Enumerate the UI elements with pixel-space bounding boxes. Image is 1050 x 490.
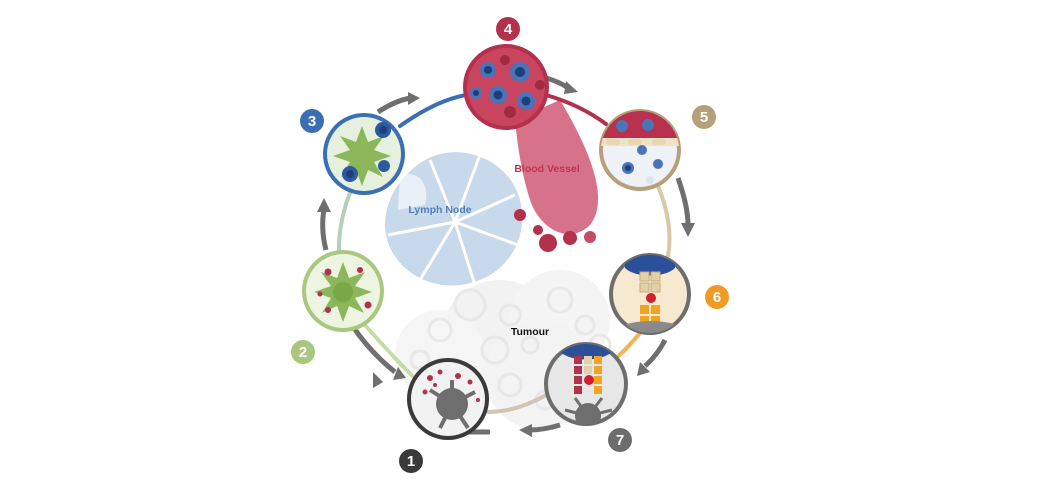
step-3-badge: 3 (300, 109, 324, 133)
step-2-circle (302, 250, 384, 332)
svg-text:2: 2 (299, 344, 307, 361)
tumour-label: Tumour (511, 326, 549, 338)
step-2-badge: 2 (291, 340, 315, 364)
svg-text:3: 3 (308, 113, 316, 130)
lymph-node-label: Lymph Node (408, 204, 471, 216)
step-badges: 1 2 3 4 5 6 7 (291, 17, 729, 473)
step-6-badge: 6 (705, 285, 729, 309)
step-1-circle (407, 358, 489, 440)
arrow-heads (317, 81, 695, 437)
step-3-circle (323, 113, 405, 195)
step-7-circle (544, 342, 628, 426)
step-1-badge: 1 (399, 449, 423, 473)
svg-text:4: 4 (504, 21, 513, 38)
step-4-circle (463, 44, 549, 130)
cycle-ring (336, 93, 672, 414)
step-5-badge: 5 (692, 105, 716, 129)
step-5-circle (599, 109, 681, 191)
svg-text:5: 5 (700, 109, 708, 126)
blood-vessel (514, 100, 599, 252)
svg-text:6: 6 (713, 289, 721, 306)
blood-vessel-label: Blood Vessel (514, 163, 579, 175)
svg-text:1: 1 (407, 453, 415, 470)
step-4-badge: 4 (496, 17, 520, 41)
lymph-node (385, 152, 523, 286)
step-7-badge: 7 (608, 428, 632, 452)
svg-text:7: 7 (616, 432, 624, 449)
step-6-circle (609, 253, 691, 335)
